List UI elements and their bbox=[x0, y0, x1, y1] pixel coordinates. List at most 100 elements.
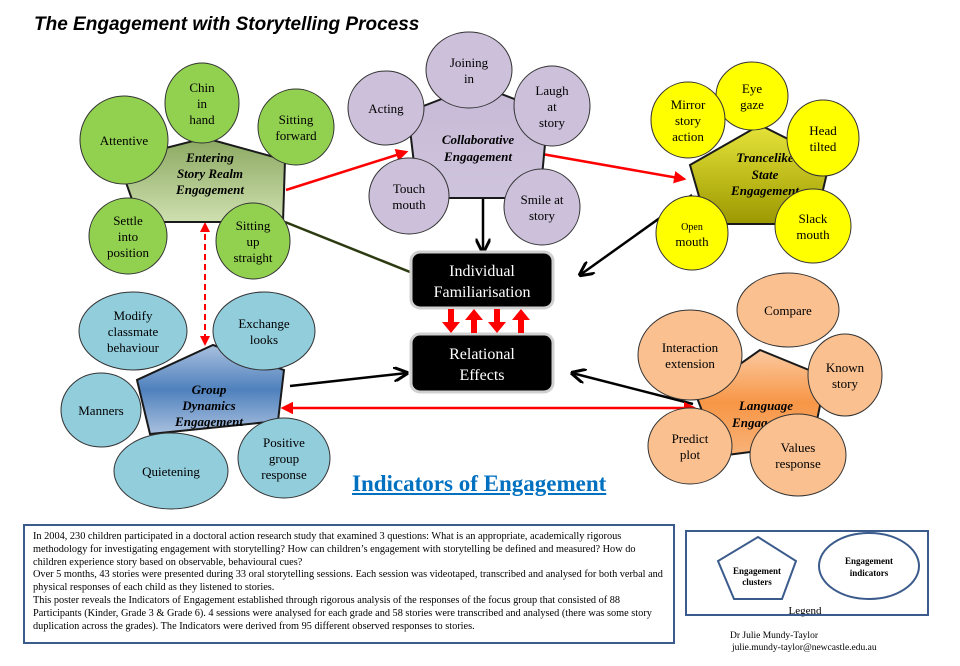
indicator-label: story bbox=[529, 208, 556, 223]
indicator-bubble bbox=[715, 61, 789, 131]
description-paragraph-3: This poster reveals the Indicators of En… bbox=[33, 594, 652, 632]
indicator-bubble bbox=[79, 95, 169, 185]
outcome-relational-effects: Relational Effects bbox=[409, 332, 555, 394]
legend-cluster-shape: Engagement clusters bbox=[716, 535, 798, 600]
indicator-bubble bbox=[425, 31, 513, 109]
indicator-bubble bbox=[786, 99, 860, 177]
outcome-relational-label-1: Relational bbox=[449, 346, 515, 363]
indicator-bubble bbox=[513, 65, 591, 147]
arrow-collaborative-to-trancelike bbox=[541, 152, 687, 184]
indicator-label: Touch bbox=[393, 181, 426, 196]
indicator-label: Settle bbox=[113, 213, 143, 228]
indicator-bubble bbox=[647, 407, 733, 485]
cluster-group-label: Dynamics bbox=[181, 398, 235, 413]
cluster-collaborative-label: Collaborative bbox=[442, 132, 514, 147]
indicator-label: Sitting bbox=[279, 112, 314, 127]
indicator-label: Manners bbox=[78, 403, 124, 418]
indicator-bubble bbox=[60, 372, 142, 448]
indicator-label: story bbox=[832, 376, 859, 391]
indicator-label: gaze bbox=[740, 97, 764, 112]
indicator-label: Interaction bbox=[662, 340, 719, 355]
indicator-label: behaviour bbox=[107, 340, 160, 355]
legend-indicator-shape: Engagement indicators bbox=[818, 532, 920, 600]
indicator-label: Values bbox=[781, 440, 816, 455]
indicator-bubble bbox=[650, 81, 726, 159]
indicator-language-0: Compare bbox=[736, 272, 840, 348]
connector-language-to-relational bbox=[572, 373, 694, 406]
connector-group-to-relational bbox=[289, 373, 407, 388]
indicator-label: Open bbox=[681, 222, 703, 233]
indicator-label: Attentive bbox=[100, 133, 149, 148]
indicator-bubble bbox=[347, 70, 425, 146]
indicator-label: Quietening bbox=[142, 464, 200, 479]
indicator-label: Smile at bbox=[521, 192, 564, 207]
indicator-label: response bbox=[775, 456, 821, 471]
cluster-trancelike-label: Engagement bbox=[730, 183, 799, 198]
indicator-label: looks bbox=[250, 332, 278, 347]
outcome-individual-label-1: Individual bbox=[449, 263, 515, 280]
legend-indicator-label-1: Engagement bbox=[845, 556, 893, 566]
indicator-bubble bbox=[215, 202, 291, 280]
indicator-label: Acting bbox=[368, 101, 404, 116]
indicator-label: up bbox=[247, 234, 260, 249]
indicator-label: mouth bbox=[392, 197, 426, 212]
indicators-heading: Indicators of Engagement bbox=[352, 471, 607, 496]
arrow-up-1 bbox=[465, 309, 483, 333]
connector-entering-to-individual bbox=[284, 220, 426, 280]
indicator-label: story bbox=[675, 113, 702, 128]
indicator-bubble bbox=[88, 197, 168, 275]
description-box: In 2004, 230 children participated in a … bbox=[23, 524, 675, 644]
indicator-label: Mirror bbox=[671, 97, 706, 112]
indicator-label: mouth bbox=[675, 234, 709, 249]
indicator-collaborative-1: Acting bbox=[347, 70, 425, 146]
cluster-group-label: Engagement bbox=[174, 414, 243, 429]
outcome-individual-label-2: Familiarisation bbox=[434, 284, 531, 301]
cluster-language-label: Language bbox=[738, 398, 793, 413]
indicator-label: hand bbox=[189, 112, 215, 127]
indicator-label: straight bbox=[234, 250, 273, 265]
indicator-label: Positive bbox=[263, 435, 305, 450]
indicator-label: group bbox=[269, 451, 299, 466]
indicator-bubble bbox=[368, 157, 450, 235]
arrow-down-2 bbox=[488, 309, 506, 333]
indicator-bubble bbox=[212, 291, 316, 371]
indicator-label: in bbox=[197, 96, 208, 111]
indicator-label: Exchange bbox=[238, 316, 289, 331]
cluster-entering-label: Entering bbox=[185, 150, 234, 165]
cluster-group-label: Group bbox=[192, 382, 227, 397]
poster-title: The Engagement with Storytelling Process bbox=[34, 14, 420, 35]
indicator-bubble bbox=[774, 188, 852, 264]
indicator-group-3: Quietening bbox=[113, 432, 229, 510]
indicator-label: Modify bbox=[114, 308, 154, 323]
legend-cluster-label-1: Engagement bbox=[733, 566, 781, 576]
indicator-bubble bbox=[637, 309, 743, 401]
indicator-label: Chin bbox=[189, 80, 215, 95]
indicator-label: mouth bbox=[796, 227, 830, 242]
arrow-entering-to-collaborative bbox=[285, 149, 409, 192]
indicator-label: forward bbox=[275, 128, 317, 143]
indicator-label: in bbox=[464, 71, 475, 86]
cluster-entering-label: Engagement bbox=[175, 182, 244, 197]
legend-box bbox=[685, 530, 929, 616]
indicator-label: response bbox=[261, 467, 307, 482]
feedback-arrows bbox=[442, 309, 530, 333]
indicator-bubble bbox=[807, 333, 883, 417]
indicator-bubble bbox=[237, 417, 331, 499]
indicator-label: position bbox=[107, 245, 149, 260]
indicator-label: Known bbox=[826, 360, 865, 375]
indicator-label: Laugh bbox=[535, 83, 569, 98]
